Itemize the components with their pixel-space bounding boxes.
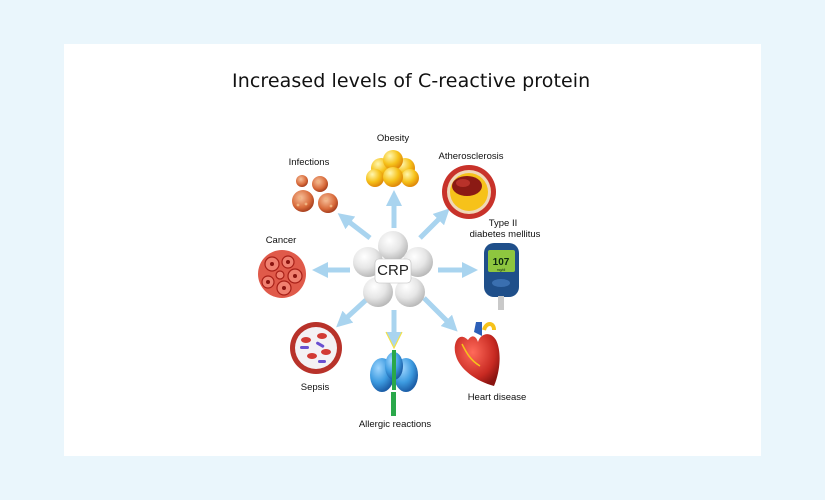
- label-cancer: Cancer: [265, 235, 297, 246]
- arrow-infections: [337, 213, 372, 240]
- label-allergic: Allergic reactions: [358, 419, 432, 430]
- label-sepsis: Sepsis: [300, 382, 330, 393]
- infections-icon: [292, 175, 338, 213]
- sepsis-icon: [290, 322, 342, 374]
- arrow-sepsis: [336, 298, 368, 328]
- diagram-title: Increased levels of C-reactive protein: [232, 70, 591, 92]
- allergic-icon: [370, 350, 418, 416]
- heart-icon: [454, 322, 500, 386]
- glucometer-icon: [484, 243, 519, 310]
- glucometer-unit: mg/dl: [497, 268, 506, 272]
- obesity-icon: [366, 150, 419, 187]
- cancer-icon: [258, 250, 306, 298]
- glucometer-reading: 107: [493, 257, 510, 268]
- label-obesity: Obesity: [376, 133, 410, 144]
- label-infections: Infections: [288, 157, 330, 168]
- crp-molecule: [353, 231, 433, 307]
- label-heart: Heart disease: [467, 392, 527, 403]
- arrow-heart: [422, 296, 458, 332]
- arrow-atherosclerosis: [418, 208, 450, 240]
- arrow-allergic: [385, 310, 403, 350]
- label-diabetes-line2: diabetes mellitus: [469, 229, 541, 240]
- label-diabetes-line1: Type II: [488, 218, 518, 229]
- atherosclerosis-icon: [442, 165, 496, 219]
- label-atherosclerosis: Atherosclerosis: [438, 151, 504, 162]
- arrows: [311, 189, 479, 332]
- center-label: CRP: [377, 262, 409, 279]
